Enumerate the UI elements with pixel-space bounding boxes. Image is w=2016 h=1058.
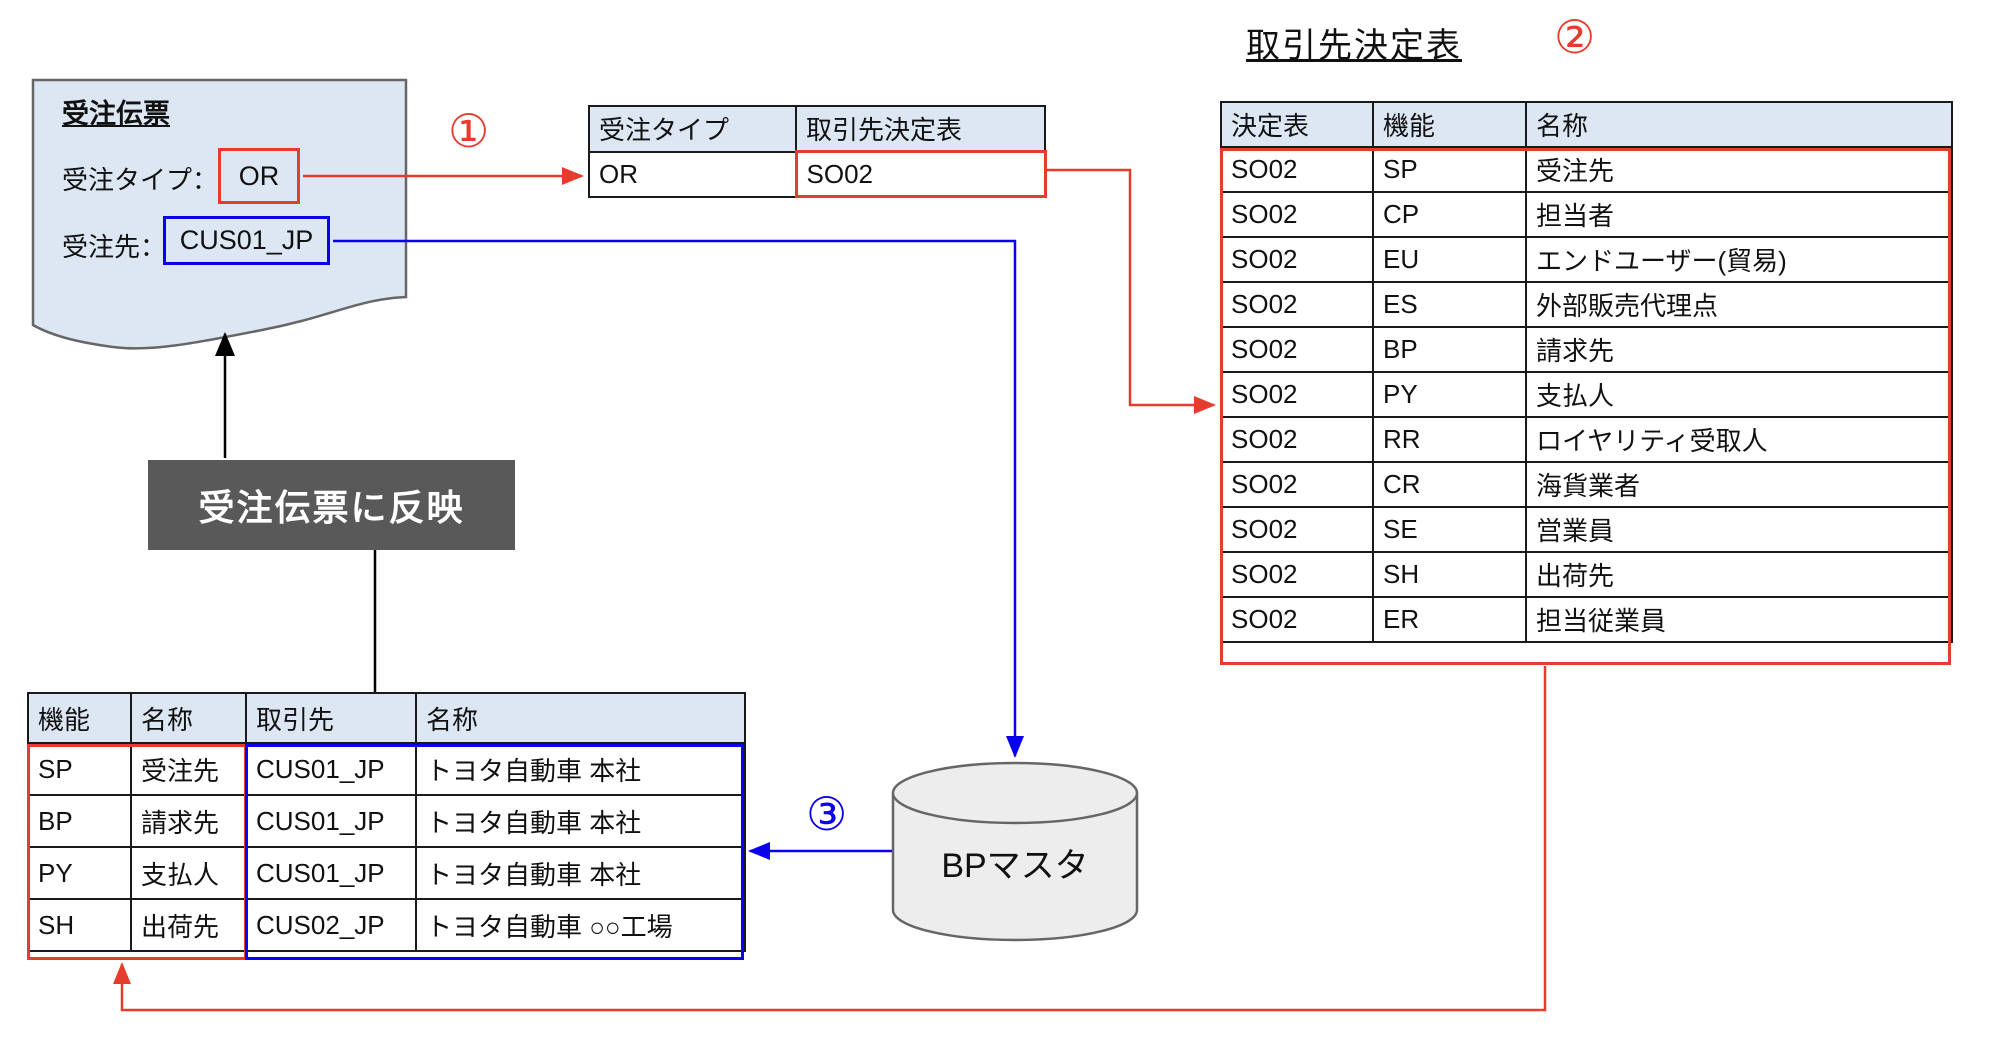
arrow-so02-to-table [1040, 168, 1216, 414]
sold-to-label: 受注先： [62, 232, 167, 262]
table-cell: CUS01_JP [245, 846, 417, 900]
table-cell: トヨタ自動車 本社 [415, 742, 746, 796]
table-cell: ES [1372, 281, 1527, 328]
table-cell: ER [1372, 596, 1527, 643]
table-cell: SO02 [1220, 506, 1374, 553]
arrow-table-to-result [113, 666, 1547, 1012]
sold-to-value-box: CUS01_JP [163, 216, 330, 265]
determination-table-cell: SO02 [794, 150, 1047, 198]
column-header: 取引先 [245, 692, 417, 744]
table-cell: SO02 [1220, 326, 1374, 373]
column-header: 名称 [130, 692, 247, 744]
table-cell: 出荷先 [130, 898, 247, 952]
table-cell: SE [1372, 506, 1527, 553]
column-header: 機能 [1372, 101, 1527, 148]
bp-master-cylinder [891, 761, 1139, 942]
table-cell: SO02 [1220, 236, 1374, 283]
determination-table-title: 取引先決定表 [1246, 27, 1462, 65]
table-cell: BP [1372, 326, 1527, 373]
order-type-value-box: OR [218, 148, 300, 204]
reflect-to-order-box: 受注伝票に反映 [148, 460, 515, 550]
table-cell: SP [27, 742, 132, 796]
table-cell: 海貨業者 [1525, 461, 1953, 508]
table-cell: 外部販売代理点 [1525, 281, 1953, 328]
arrow-cus-to-bpmaster [333, 239, 1024, 758]
step-1-badge: ① [448, 105, 490, 157]
result-header-row: 機能名称取引先名称 [27, 692, 746, 744]
order-type-mapping-table: 受注タイプ 取引先決定表 OR SO02 [588, 105, 1047, 198]
table-cell: 営業員 [1525, 506, 1953, 553]
table-cell: エンドユーザー(貿易) [1525, 236, 1953, 283]
determination-header-row: 決定表機能名称 [1220, 101, 1953, 148]
table-cell: SO02 [1220, 281, 1374, 328]
table-cell: PY [27, 846, 132, 900]
table-cell: CUS01_JP [245, 794, 417, 848]
table-cell: SO02 [1220, 461, 1374, 508]
order-type-label: 受注タイプ： [62, 165, 219, 195]
order-type-cell: OR [588, 150, 797, 198]
table-cell: PY [1372, 371, 1527, 418]
table-cell: BP [27, 794, 132, 848]
table-cell: SO02 [1220, 146, 1374, 193]
column-header: 機能 [27, 692, 132, 744]
mapping-data-row: OR SO02 [588, 150, 1047, 198]
table-cell: 請求先 [1525, 326, 1953, 373]
bp-master-label: BPマスタ [941, 847, 1089, 885]
column-header: 名称 [1525, 101, 1953, 148]
table-cell: CP [1372, 191, 1527, 238]
table-cell: 支払人 [1525, 371, 1953, 418]
table-cell: SP [1372, 146, 1527, 193]
table-cell: SH [1372, 551, 1527, 598]
column-header: 名称 [415, 692, 746, 744]
table-cell: トヨタ自動車 本社 [415, 846, 746, 900]
table-cell: 担当従業員 [1525, 596, 1953, 643]
table-cell: CR [1372, 461, 1527, 508]
table-cell: RR [1372, 416, 1527, 463]
step-2-badge: ② [1554, 11, 1596, 63]
mapping-header-row: 受注タイプ 取引先決定表 [588, 105, 1046, 153]
table-cell: SH [27, 898, 132, 952]
table-cell: SO02 [1220, 596, 1374, 643]
table-cell: SO02 [1220, 191, 1374, 238]
table-cell: SO02 [1220, 551, 1374, 598]
table-cell: ロイヤリティ受取人 [1525, 416, 1953, 463]
table-cell: 担当者 [1525, 191, 1953, 238]
column-header: 決定表 [1220, 101, 1374, 148]
table-cell: CUS02_JP [245, 898, 417, 952]
step-3-badge: ③ [806, 788, 848, 840]
column-header: 受注タイプ [588, 105, 797, 153]
table-cell: トヨタ自動車 本社 [415, 794, 746, 848]
table-cell: 受注先 [130, 742, 247, 796]
order-document-shape [31, 78, 408, 350]
order-document-title: 受注伝票 [62, 99, 170, 129]
table-cell: 受注先 [1525, 146, 1953, 193]
table-cell: 出荷先 [1525, 551, 1953, 598]
column-header: 取引先決定表 [795, 105, 1046, 153]
table-cell: SO02 [1220, 371, 1374, 418]
table-cell: 請求先 [130, 794, 247, 848]
table-cell: CUS01_JP [245, 742, 417, 796]
table-cell: SO02 [1220, 416, 1374, 463]
table-cell: 支払人 [130, 846, 247, 900]
table-cell: EU [1372, 236, 1527, 283]
table-cell: トヨタ自動車 ○○工場 [415, 898, 746, 952]
